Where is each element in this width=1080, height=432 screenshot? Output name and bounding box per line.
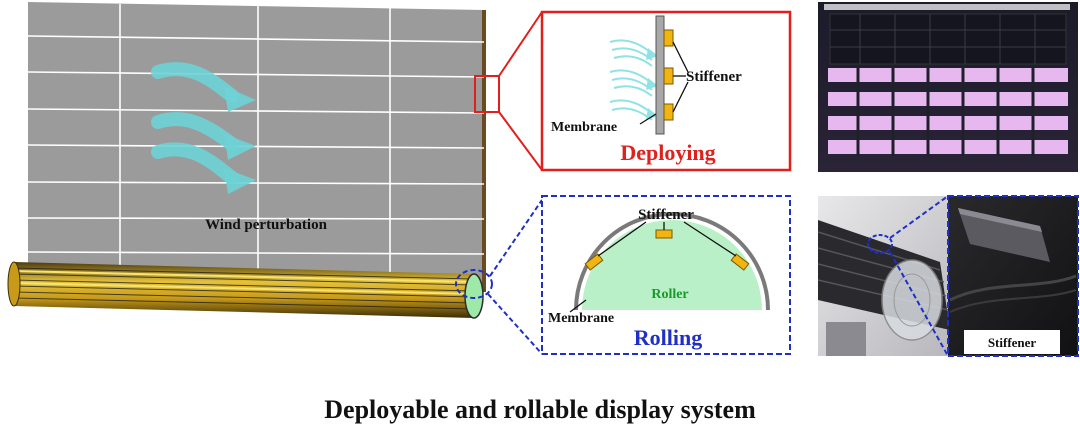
- roller-section: [582, 220, 762, 310]
- membrane-strip: [655, 15, 665, 135]
- deploying-detail-box: Stiffener Membrane Deploying: [540, 10, 792, 172]
- stiffener-photo-label: Stiffener: [988, 335, 1037, 350]
- deploying-zoom-box: [474, 75, 500, 113]
- stiffener-block: [730, 253, 750, 271]
- rolling-title: Rolling: [634, 325, 702, 350]
- rolled-device-photo: [817, 196, 950, 356]
- membrane-edge: [482, 10, 486, 292]
- rolling-connector: [487, 293, 543, 355]
- roller-cylinder: [7, 261, 484, 319]
- deployed-display-photo: [818, 2, 1078, 172]
- stiffener-label: Stiffener: [686, 69, 742, 85]
- rolling-connector: [489, 199, 543, 277]
- deploying-connector: [498, 111, 543, 171]
- membrane-arc: [574, 212, 770, 311]
- stiffener-caption-box: [964, 330, 1060, 354]
- stiffener-block: [663, 29, 674, 47]
- stiffener-label: Stiffener: [638, 207, 694, 223]
- figure-caption: Deployable and rollable display system: [324, 395, 756, 424]
- stiffener-closeup-photo: Stiffener: [947, 195, 1079, 357]
- roller-label: Roller: [651, 287, 688, 302]
- wind-perturbation-label: Wind perturbation: [205, 217, 327, 233]
- deploying-connector: [498, 11, 543, 77]
- membrane-label: Membrane: [548, 311, 614, 326]
- lit-pixel-rows: [828, 68, 1068, 154]
- stiffener-block: [584, 253, 604, 271]
- stiffener-block: [663, 103, 674, 121]
- stiffener-block: [663, 67, 674, 85]
- rolling-detail-box: Stiffener Roller Membrane Rolling: [541, 195, 791, 355]
- membrane-panel: Wind perturbation: [27, 2, 486, 292]
- membrane-label: Membrane: [551, 120, 617, 135]
- roller-end-cap: [464, 273, 484, 319]
- photo-zoom-circle: [867, 234, 893, 254]
- rolling-zoom-circle: [455, 269, 493, 299]
- deploying-title: Deploying: [620, 140, 715, 165]
- stiffener-block: [655, 229, 673, 239]
- membrane-grid: [27, 4, 485, 289]
